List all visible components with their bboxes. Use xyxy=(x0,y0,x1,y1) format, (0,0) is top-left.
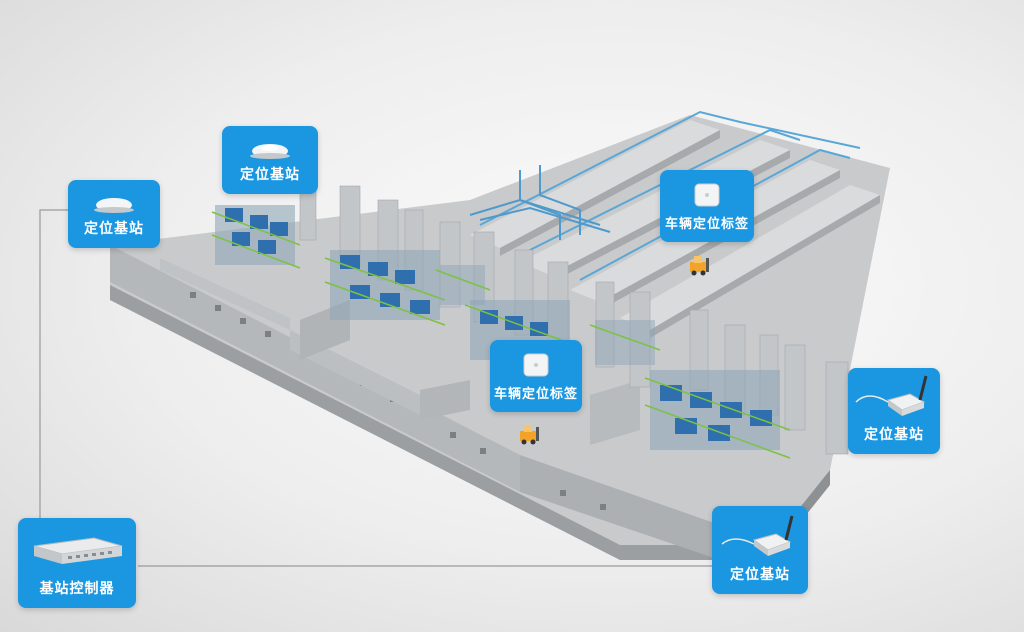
base-station-label: 定位基站 xyxy=(730,566,790,582)
base-station-label: 定位基站 xyxy=(864,426,924,442)
vehicle-tag-icon xyxy=(523,353,549,377)
base-station-label: 定位基站 xyxy=(240,166,300,182)
base-station-label: 定位基站 xyxy=(84,220,144,236)
forklift-icon xyxy=(520,425,539,445)
antenna-base-station-icon xyxy=(855,375,928,416)
base-station-card: 定位基站 xyxy=(848,368,940,454)
base-station-card: 定位基站 xyxy=(68,180,160,248)
controller-card: 基站控制器 xyxy=(18,518,136,608)
base-station-card: 定位基站 xyxy=(222,126,318,194)
base-station-card: 定位基站 xyxy=(712,506,808,594)
equipment-clusters xyxy=(211,205,791,459)
controller-label: 基站控制器 xyxy=(39,580,115,596)
vehicle-tag-label: 车辆定位标签 xyxy=(493,386,578,401)
antenna-base-station-icon xyxy=(721,515,794,556)
vehicle-tag-label: 车辆定位标签 xyxy=(664,216,749,231)
outer-walls xyxy=(110,245,720,560)
forklift-icon xyxy=(690,256,709,276)
ceiling-base-station-icon xyxy=(250,144,290,159)
pipe-rack xyxy=(469,165,611,240)
network-cable xyxy=(39,209,714,567)
vehicle-tag-card: 车辆定位标签 xyxy=(660,170,754,242)
vehicle-tag-card: 车辆定位标签 xyxy=(490,340,582,412)
ceiling-base-station-icon xyxy=(94,198,134,213)
controller-box-icon xyxy=(33,537,123,564)
vehicle-tag-icon xyxy=(694,183,720,207)
